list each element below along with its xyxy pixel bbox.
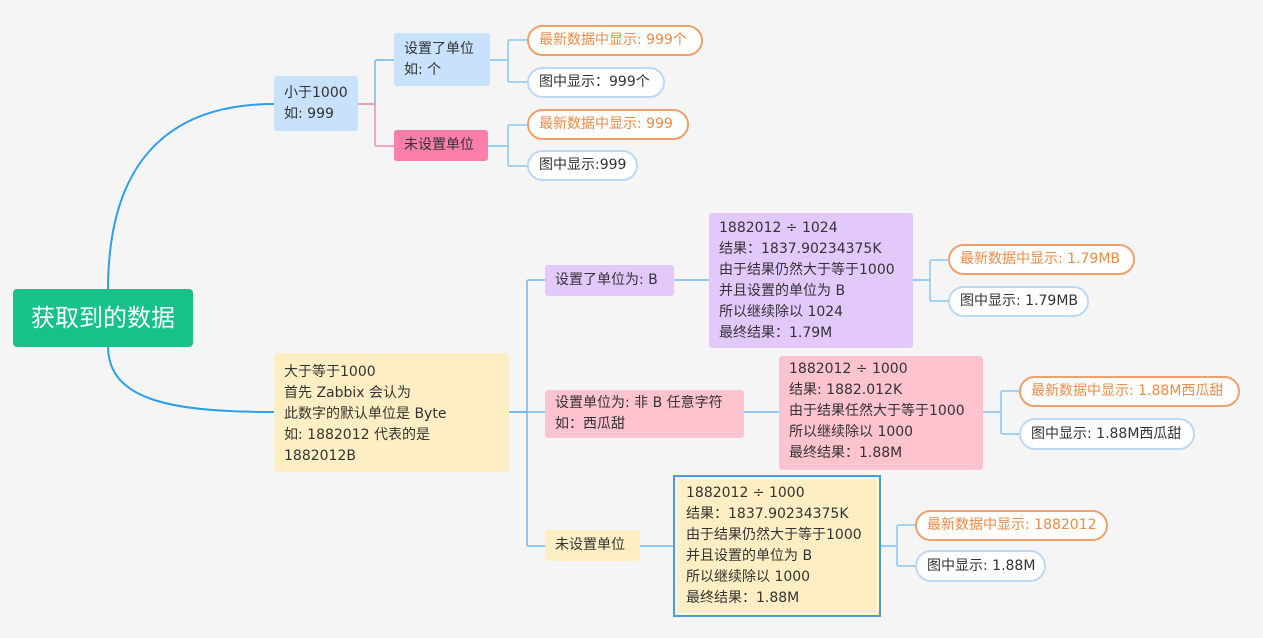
root-node[interactable]: 获取到的数据 (13, 289, 193, 347)
small-with-unit-graph[interactable]: 图中显示：999个 (527, 67, 665, 98)
root-to-small-link (107, 103, 275, 291)
large-value-node[interactable]: 大于等于1000 首先 Zabbix 会认为 此数字的默认单位是 Byte 如:… (274, 353, 509, 472)
large-no-unit-calc-node[interactable]: 1882012 ÷ 1000 结果：1837.90234375K 由于结果仍然大… (673, 475, 881, 617)
root-links (107, 103, 275, 413)
small-no-unit-graph[interactable]: 图中显示:999 (527, 150, 638, 181)
large-to-nounit-link (509, 411, 545, 547)
small-with-unit-latest[interactable]: 最新数据中显示: 999个 (527, 25, 703, 56)
large-no-unit-node[interactable]: 未设置单位 (545, 530, 640, 561)
unit-b-graph[interactable]: 图中显示: 1.79MB (948, 286, 1089, 317)
small-with-unit-node[interactable]: 设置了单位 如: 个 (394, 33, 490, 86)
root-to-large-link (107, 345, 275, 413)
unit-other-node[interactable]: 设置单位为: 非 B 任意字符 如：西瓜甜 (545, 390, 744, 438)
large-no-unit-latest[interactable]: 最新数据中显示: 1882012 (915, 510, 1108, 541)
large-no-unit-graph[interactable]: 图中显示: 1.88M (915, 550, 1046, 582)
large-to-b-link (509, 279, 545, 413)
unit-b-node[interactable]: 设置了单位为: B (545, 265, 674, 296)
small-to-nounit-link (358, 103, 394, 147)
small-no-unit-node[interactable]: 未设置单位 (394, 130, 488, 161)
unit-other-latest[interactable]: 最新数据中显示: 1.88M西瓜甜 (1019, 376, 1240, 407)
unit-b-latest[interactable]: 最新数据中显示: 1.79MB (948, 244, 1135, 275)
small-no-unit-latest[interactable]: 最新数据中显示: 999 (527, 109, 689, 140)
small-value-node[interactable]: 小于1000 如: 999 (274, 76, 358, 131)
small-to-unit-link (358, 59, 394, 105)
unit-other-calc-node[interactable]: 1882012 ÷ 1000 结果: 1882.012K 由于结果任然大于等于1… (779, 356, 983, 470)
unit-other-graph[interactable]: 图中显示: 1.88M西瓜甜 (1019, 418, 1195, 450)
unit-b-calc-node[interactable]: 1882012 ÷ 1024 结果：1837.90234375K 由于结果仍然大… (709, 213, 913, 348)
